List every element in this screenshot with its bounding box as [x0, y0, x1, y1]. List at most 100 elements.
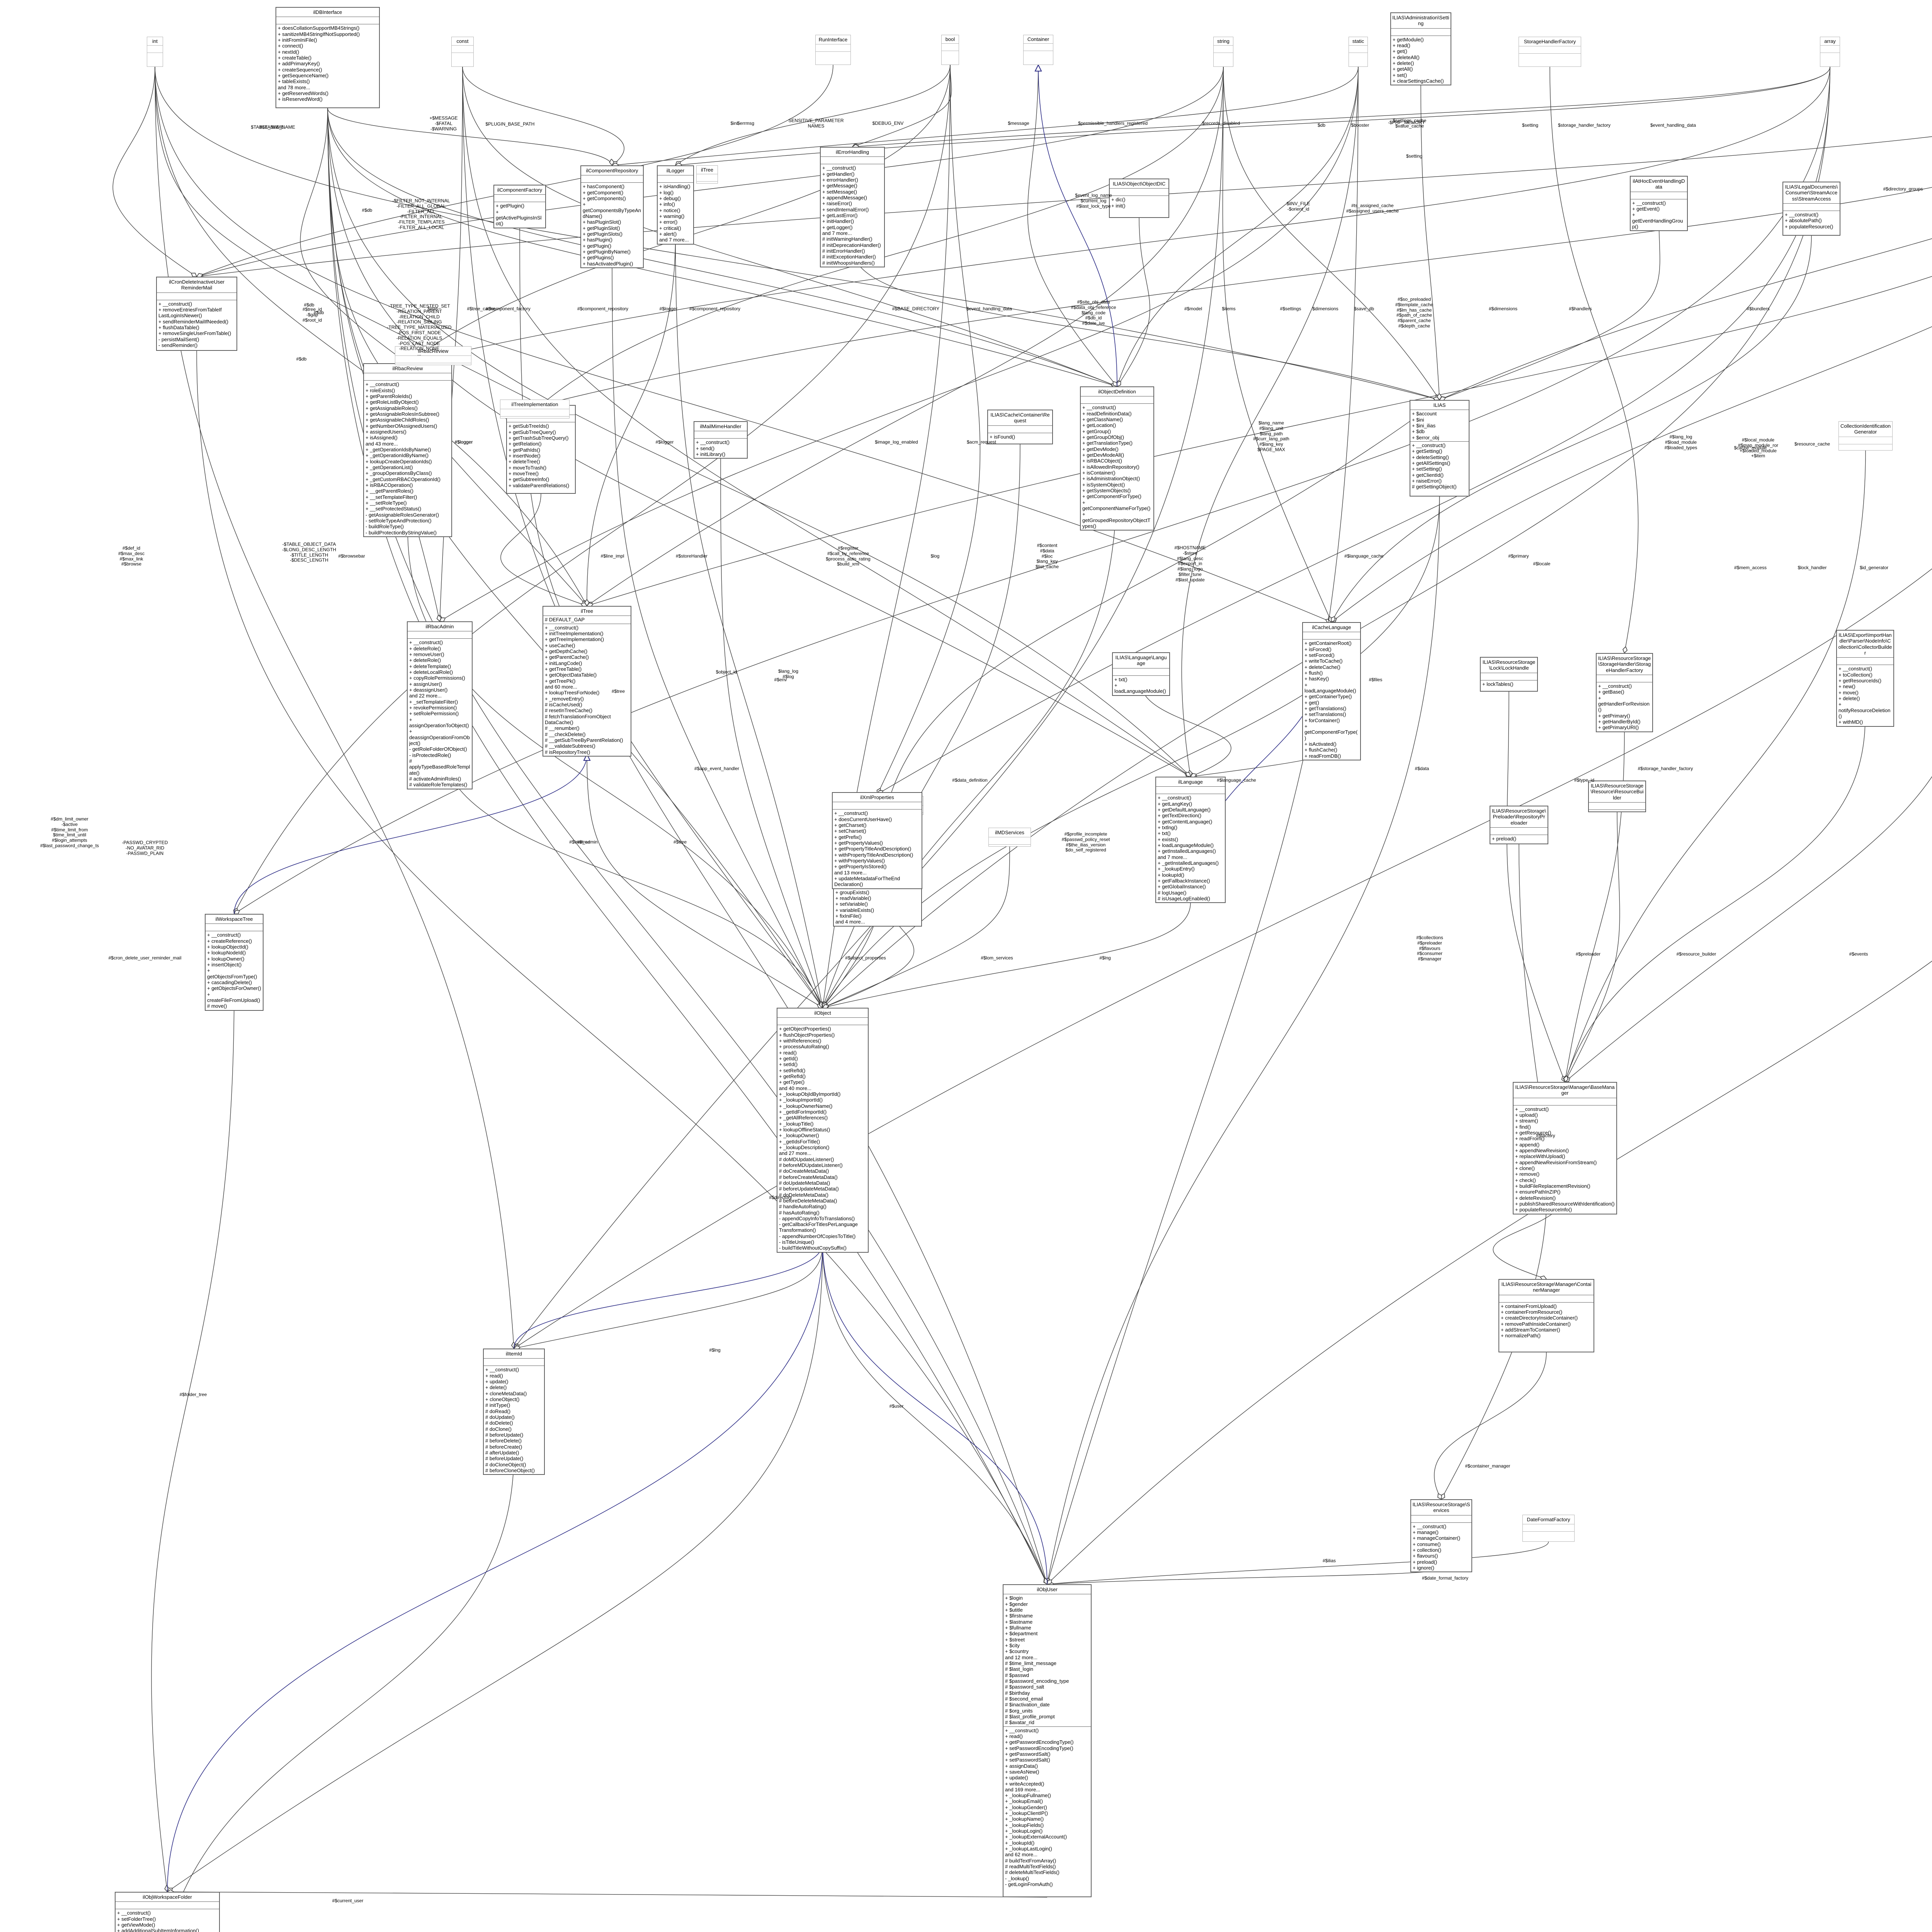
class-node-ilIASCacheContainerRequest[interactable]: ILIAS\Cache\Container\Request+ isFound() — [987, 410, 1053, 444]
edge-label: #$site_obj_data #$data_obj_reference $la… — [1071, 299, 1116, 326]
class-attribute-row: # $avatar_rid — [1005, 1719, 1034, 1726]
class-node-ilRbacReview2[interactable]: ilRbacReview — [395, 346, 471, 366]
class-operation-row: + getTreeImplementation() — [545, 636, 604, 643]
edge-label: #$app_event_handler — [694, 766, 740, 772]
class-node-ilIASResourceStoragePreloaderRepositoryPreloader[interactable]: ILIAS\ResourceStorage\Preloader\Reposito… — [1490, 806, 1548, 844]
class-node-ilIASLanguageLanguage[interactable]: ILIAS\Language\Language+ txt()+ loadLang… — [1112, 652, 1170, 696]
class-node-string[interactable]: string — [1213, 37, 1233, 67]
edge-label: #$model — [1184, 306, 1202, 312]
class-node-ilTreeImplementation[interactable]: ilTreeImplementation+ getSubTreeIds()+ g… — [506, 405, 576, 494]
class-node-StorageHandlerFactory[interactable]: StorageHandlerFactory — [1519, 37, 1581, 67]
class-node-ilComponentRepository[interactable]: ilComponentRepository+ hasComponent()+ g… — [580, 165, 644, 268]
class-node-ilIASResourceStorageManagerContainerManager[interactable]: ILIAS\ResourceStorage\Manager\ContainerM… — [1498, 1279, 1594, 1352]
class-operation-row: + replaceWithUpload() — [1515, 1153, 1565, 1160]
class-node-ilLanguage[interactable]: ilLanguage+ __construct()+ getLangKey()+… — [1155, 777, 1226, 903]
class-attributes — [989, 837, 1031, 845]
class-operation-row: # doUpdate() — [485, 1414, 515, 1420]
class-operation-row: + _getCustomRBACOperationId() — [366, 476, 441, 482]
class-operation-row: + createTable() — [278, 54, 312, 61]
class-operation-row: and 7 more... — [659, 237, 689, 243]
class-node-ilCronDeleteInactiveUserReminderMail[interactable]: ilCronDeleteInactiveUser ReminderMail+ _… — [156, 277, 237, 351]
class-node-ilIASResourceStorageResourceResourceBuilder[interactable]: ILIAS\ResourceStorage\Resource\ResourceB… — [1588, 781, 1646, 812]
class-operation-row: + flushObjectProperties() — [779, 1032, 835, 1038]
class-node-Container[interactable]: Container — [1023, 35, 1053, 65]
class-operation-row: + lookupOwner() — [207, 956, 245, 962]
class-operation-row: + delete() — [485, 1384, 507, 1391]
class-node-ilMDServices[interactable]: ilMDServices — [988, 828, 1031, 847]
class-node-ilObject[interactable]: ilObject+ getObjectProperties()+ flushOb… — [777, 1008, 869, 1253]
class-name: ilCronDeleteInactiveUser ReminderMail — [157, 277, 236, 293]
class-node-ilObjWorkspaceFolder[interactable]: ilObjWorkspaceFolder+ __construct()+ set… — [115, 1892, 220, 1932]
class-operation-row: + getFallbackInstance() — [1158, 878, 1210, 884]
class-node-ilIASObjectObjectDIC[interactable]: ILIAS\Object\ObjectDIC+ dic()+ init() — [1109, 179, 1169, 218]
class-operation-row: + __construct() — [1598, 683, 1632, 689]
class-node-ilErrorHandling[interactable]: ilErrorHandling+ __construct()+ getHandl… — [820, 147, 885, 267]
class-node-DateFormatFactory[interactable]: DateFormatFactory — [1522, 1515, 1575, 1542]
class-operation-row: + getTreeTable() — [545, 666, 582, 672]
class-operation-row: # doDelete() — [485, 1420, 513, 1426]
class-node-ilComponentFactory[interactable]: ilComponentFactory+ getPlugin()+ getActi… — [493, 185, 546, 228]
class-operation-row: + isSystemObject() — [1082, 481, 1125, 488]
class-operation-row: # isUsageLogEnabled() — [1158, 895, 1210, 901]
class-operation-row: # __validateSubtrees() — [545, 743, 595, 749]
class-operation-row: + getSubtreeInfo() — [509, 476, 549, 483]
class-operations — [1519, 54, 1581, 55]
class-node-RunInterface[interactable]: RunInterface — [815, 35, 851, 65]
class-node-array[interactable]: array — [1820, 37, 1840, 67]
class-operation-row: - getCallbackForTitlesPerLanguage Transf… — [779, 1221, 858, 1233]
edge-label: #$db — [296, 356, 307, 362]
class-node-ilDBInterface[interactable]: ilDBInterface+ doesCollationSupportMB4St… — [276, 7, 380, 108]
class-operation-row: + lookupTreesForNode() — [545, 690, 600, 696]
class-node-int[interactable]: int — [147, 37, 163, 67]
class-operation-row: + saveAsNew() — [1005, 1769, 1039, 1775]
class-node-ilIniFileProps[interactable]: ilXmlProperties+ __construct()+ doesCurr… — [832, 792, 922, 889]
class-node-ilTreeImplementation2[interactable]: ilTreeImplementation — [500, 400, 570, 419]
class-node-static[interactable]: static — [1349, 37, 1368, 67]
class-operation-row: # initErrorHandler() — [822, 248, 865, 254]
class-attributes — [484, 1359, 544, 1366]
class-node-ilItemId[interactable]: ilItemId+ __construct()+ read()+ update(… — [483, 1349, 545, 1475]
class-operation-row: + getContainerRoot() — [1304, 640, 1352, 646]
class-attribute-row: + $firstname — [1005, 1613, 1033, 1619]
class-name: ilObjWorkspaceFolder — [116, 1893, 219, 1902]
class-attributes — [1597, 675, 1652, 682]
class-node-ilRbacAdmin[interactable]: ilRbacAdmin+ __construct()+ deleteRole()… — [407, 621, 473, 789]
class-node-ILIASExportImportHandlerEventsSubjectCollectionBuilder[interactable]: ILIAS\Export\ImportHandler\Parser\NodeIn… — [1836, 630, 1894, 727]
class-operation-row: + __construct() — [485, 1367, 519, 1373]
class-operation-row: + readFromDB() — [1304, 753, 1341, 759]
class-operations: + doesCollationSupportMB4Strings()+ sani… — [276, 24, 379, 103]
class-name: ILIAS\ResourceStorage\Preloader\Reposito… — [1490, 806, 1548, 828]
class-node-ilIASResourceStorageManagerBaseManager[interactable]: ILIAS\ResourceStorage\Manager\BaseManage… — [1513, 1082, 1617, 1214]
class-operation-row: + getId() — [779, 1055, 798, 1061]
class-operation-row: + getBase() — [1598, 689, 1624, 695]
class-node-ilLogger[interactable]: ilLogger+ isHandling()+ log()+ debug()+ … — [657, 165, 694, 245]
class-attributes — [1081, 396, 1153, 404]
class-operation-row: + removeEntriesFromTableIf LastLoginIsNe… — [158, 306, 222, 319]
class-node-ILIASAdministrationSetting[interactable]: ILIAS\Administration\Setting+ getModule(… — [1390, 12, 1451, 86]
class-operation-row: + notifyResourceDeletion() — [1838, 701, 1891, 719]
class-operation-row: + getPrefix() — [834, 834, 862, 840]
class-node-bool[interactable]: bool — [941, 35, 959, 65]
class-node-const[interactable]: const — [451, 37, 474, 67]
class-node-ilAtHocEventHandlingData[interactable]: ilAtHocEventHandlingData+ __construct()+… — [1630, 176, 1688, 231]
class-node-ILIASLegalDocumentsConsumerStreamAccessStreamAccess[interactable]: ILIAS\LegalDocuments\Consumer\StreamAcce… — [1782, 182, 1840, 236]
class-node-ilWorkspaceTree[interactable]: ilWorkspaceTree+ __construct()+ createRe… — [205, 914, 264, 1011]
class-node-ilObjUser[interactable]: ilObjUser+ $login+ $gender+ $utitle+ $fi… — [1003, 1584, 1092, 1897]
class-node-ilTree_ref[interactable]: ilTree — [696, 165, 718, 184]
edge-label: #$tree — [577, 839, 590, 845]
class-node-CollectionIdentificationGenerator[interactable]: CollectionIdentification Generator — [1838, 421, 1893, 451]
class-operation-row: + appendNewRevisionFromStream() — [1515, 1159, 1597, 1165]
class-node-ilTree[interactable]: ilTree# DEFAULT_GAP+ __construct()+ init… — [543, 606, 631, 757]
class-node-ilObjectDefinition[interactable]: ilObjectDefinition+ __construct()+ readD… — [1080, 386, 1154, 531]
class-operation-row: # fetchTranslationFromObject DataCache() — [545, 713, 611, 725]
class-operation-row: + getPlugin() — [496, 203, 525, 209]
class-node-ilIASResourceStorageServices[interactable]: ILIAS\ResourceStorage\Services+ __constr… — [1410, 1499, 1472, 1573]
class-attributes — [1589, 803, 1645, 810]
class-node-ILIAS[interactable]: ILIAS+ $account+ $ini+ $ini_ilias+ $db+ … — [1410, 400, 1469, 497]
class-node-ilMailMimeHandler[interactable]: ilMailMimeHandler+ __construct()+ send()… — [694, 421, 748, 459]
class-node-ilRbacReview[interactable]: ilRbacReview+ __construct()+ roleExists(… — [363, 363, 452, 537]
class-node-ilIASResourceStorageLockLockHandle[interactable]: ILIAS\ResourceStorage\Lock\LockHandle+ l… — [1480, 657, 1538, 692]
class-operation-row: + dic() — [1111, 197, 1126, 203]
class-node-ilIASResourceStorageStorageHandlerStorageHandlerFactory[interactable]: ILIAS\ResourceStorage\StorageHandler\Sto… — [1596, 653, 1653, 732]
class-node-ilCacheLanguage[interactable]: ilCacheLanguage+ getContainerRoot()+ isF… — [1302, 622, 1361, 760]
